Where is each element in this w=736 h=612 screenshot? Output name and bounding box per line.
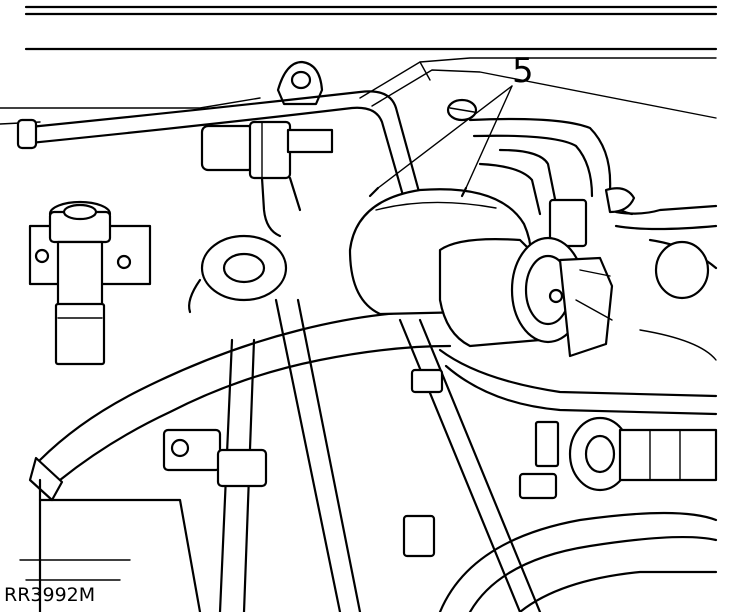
callout-label: 5: [512, 51, 534, 91]
mounting-bracket: [276, 60, 324, 106]
lower-right-pipes: [438, 348, 718, 500]
hose-clip: [446, 98, 478, 122]
upper-right-hoses: [468, 117, 718, 248]
lower-left-housing: [19, 478, 202, 612]
figure-reference: RR3992M: [4, 584, 96, 606]
ignition-coil-assembly: [28, 200, 152, 366]
throttle-body: [348, 188, 614, 358]
body-panel-lines: [0, 57, 717, 125]
upper-fuel-rail: [16, 90, 426, 222]
vertical-pipes: [218, 298, 542, 612]
pipe-clamps: [162, 368, 444, 558]
vacuum-unit: [188, 234, 288, 314]
callout-leaders: [368, 85, 513, 198]
control-valve: [200, 120, 334, 238]
header-rules: [24, 5, 718, 51]
pulley-housing: [438, 238, 718, 612]
